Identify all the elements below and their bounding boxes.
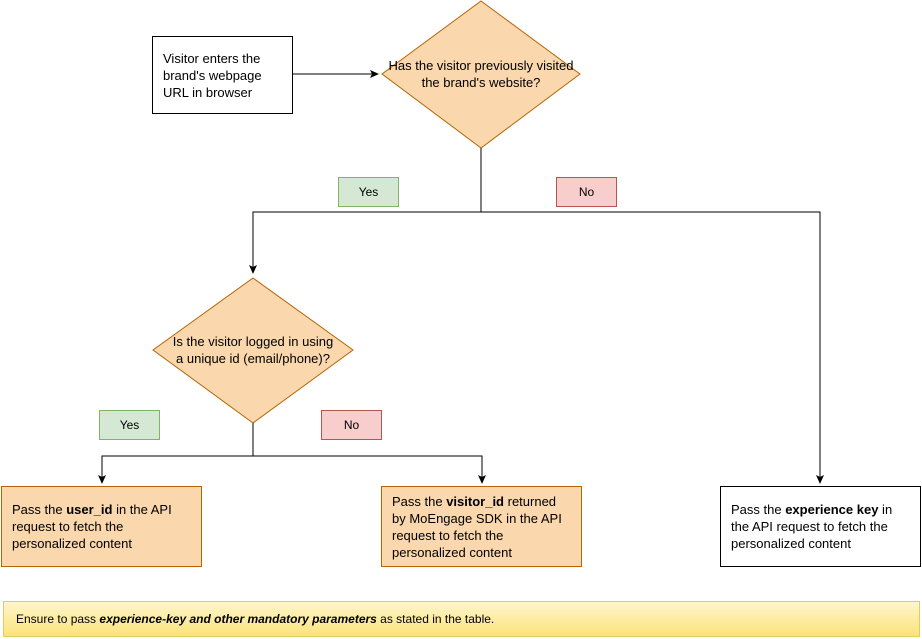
- decision-logged-in-label: Is the visitor logged in using a unique …: [172, 334, 334, 366]
- arrow-yes-to-decision2: [249, 211, 481, 274]
- no-label-2: No: [321, 410, 382, 440]
- note-emphasis: experience-key and other mandatory param…: [99, 612, 377, 626]
- yes-label-1: Yes: [338, 177, 399, 207]
- start-box: Visitor enters the brand's webpage URL i…: [152, 36, 293, 114]
- visitor-id-term: visitor_id: [446, 493, 504, 509]
- outcome-experience-key-box: Pass the experience key in the API reque…: [720, 486, 921, 567]
- outcome-visitor-id-box: Pass the visitor_id returned by MoEngage…: [381, 486, 582, 567]
- outcome-user-id-box: Pass the user_id in the API request to f…: [1, 486, 202, 567]
- arrow-no-to-visitor-id: [253, 455, 486, 484]
- experience-key-term: experience key: [785, 502, 879, 517]
- note-banner: Ensure to pass experience-key and other …: [3, 601, 920, 637]
- no-label-1: No: [556, 177, 617, 207]
- decision-logged-in-text: Is the visitor logged in using a unique …: [168, 320, 338, 380]
- start-box-text: Visitor enters the brand's webpage URL i…: [163, 50, 262, 100]
- arrow-no-to-experience: [481, 211, 824, 484]
- yes-label-2: Yes: [99, 410, 160, 440]
- decision-visited-text: Has the visitor previously visited the b…: [382, 40, 580, 108]
- arrow-yes-to-user-id: [98, 455, 253, 484]
- decision-visited-label: Has the visitor previously visited the b…: [388, 58, 574, 90]
- user-id-term: user_id: [66, 502, 113, 517]
